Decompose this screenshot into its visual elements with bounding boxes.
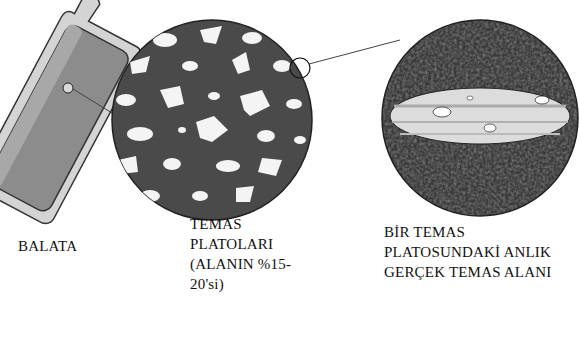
caption-label: TEMAS PLATOLARI (ALANIN %15-20'si) [190, 214, 318, 294]
caption-label: BALATA [18, 236, 128, 256]
contact-plateaus [112, 20, 312, 220]
caption-label: BİR TEMAS PLATOSUNDAKİ ANLIK GERÇEK TEMA… [384, 222, 572, 282]
leader-line [73, 89, 112, 113]
leader-line [309, 40, 400, 64]
zoom-marker [63, 83, 73, 93]
real-contact-area [380, 18, 579, 218]
